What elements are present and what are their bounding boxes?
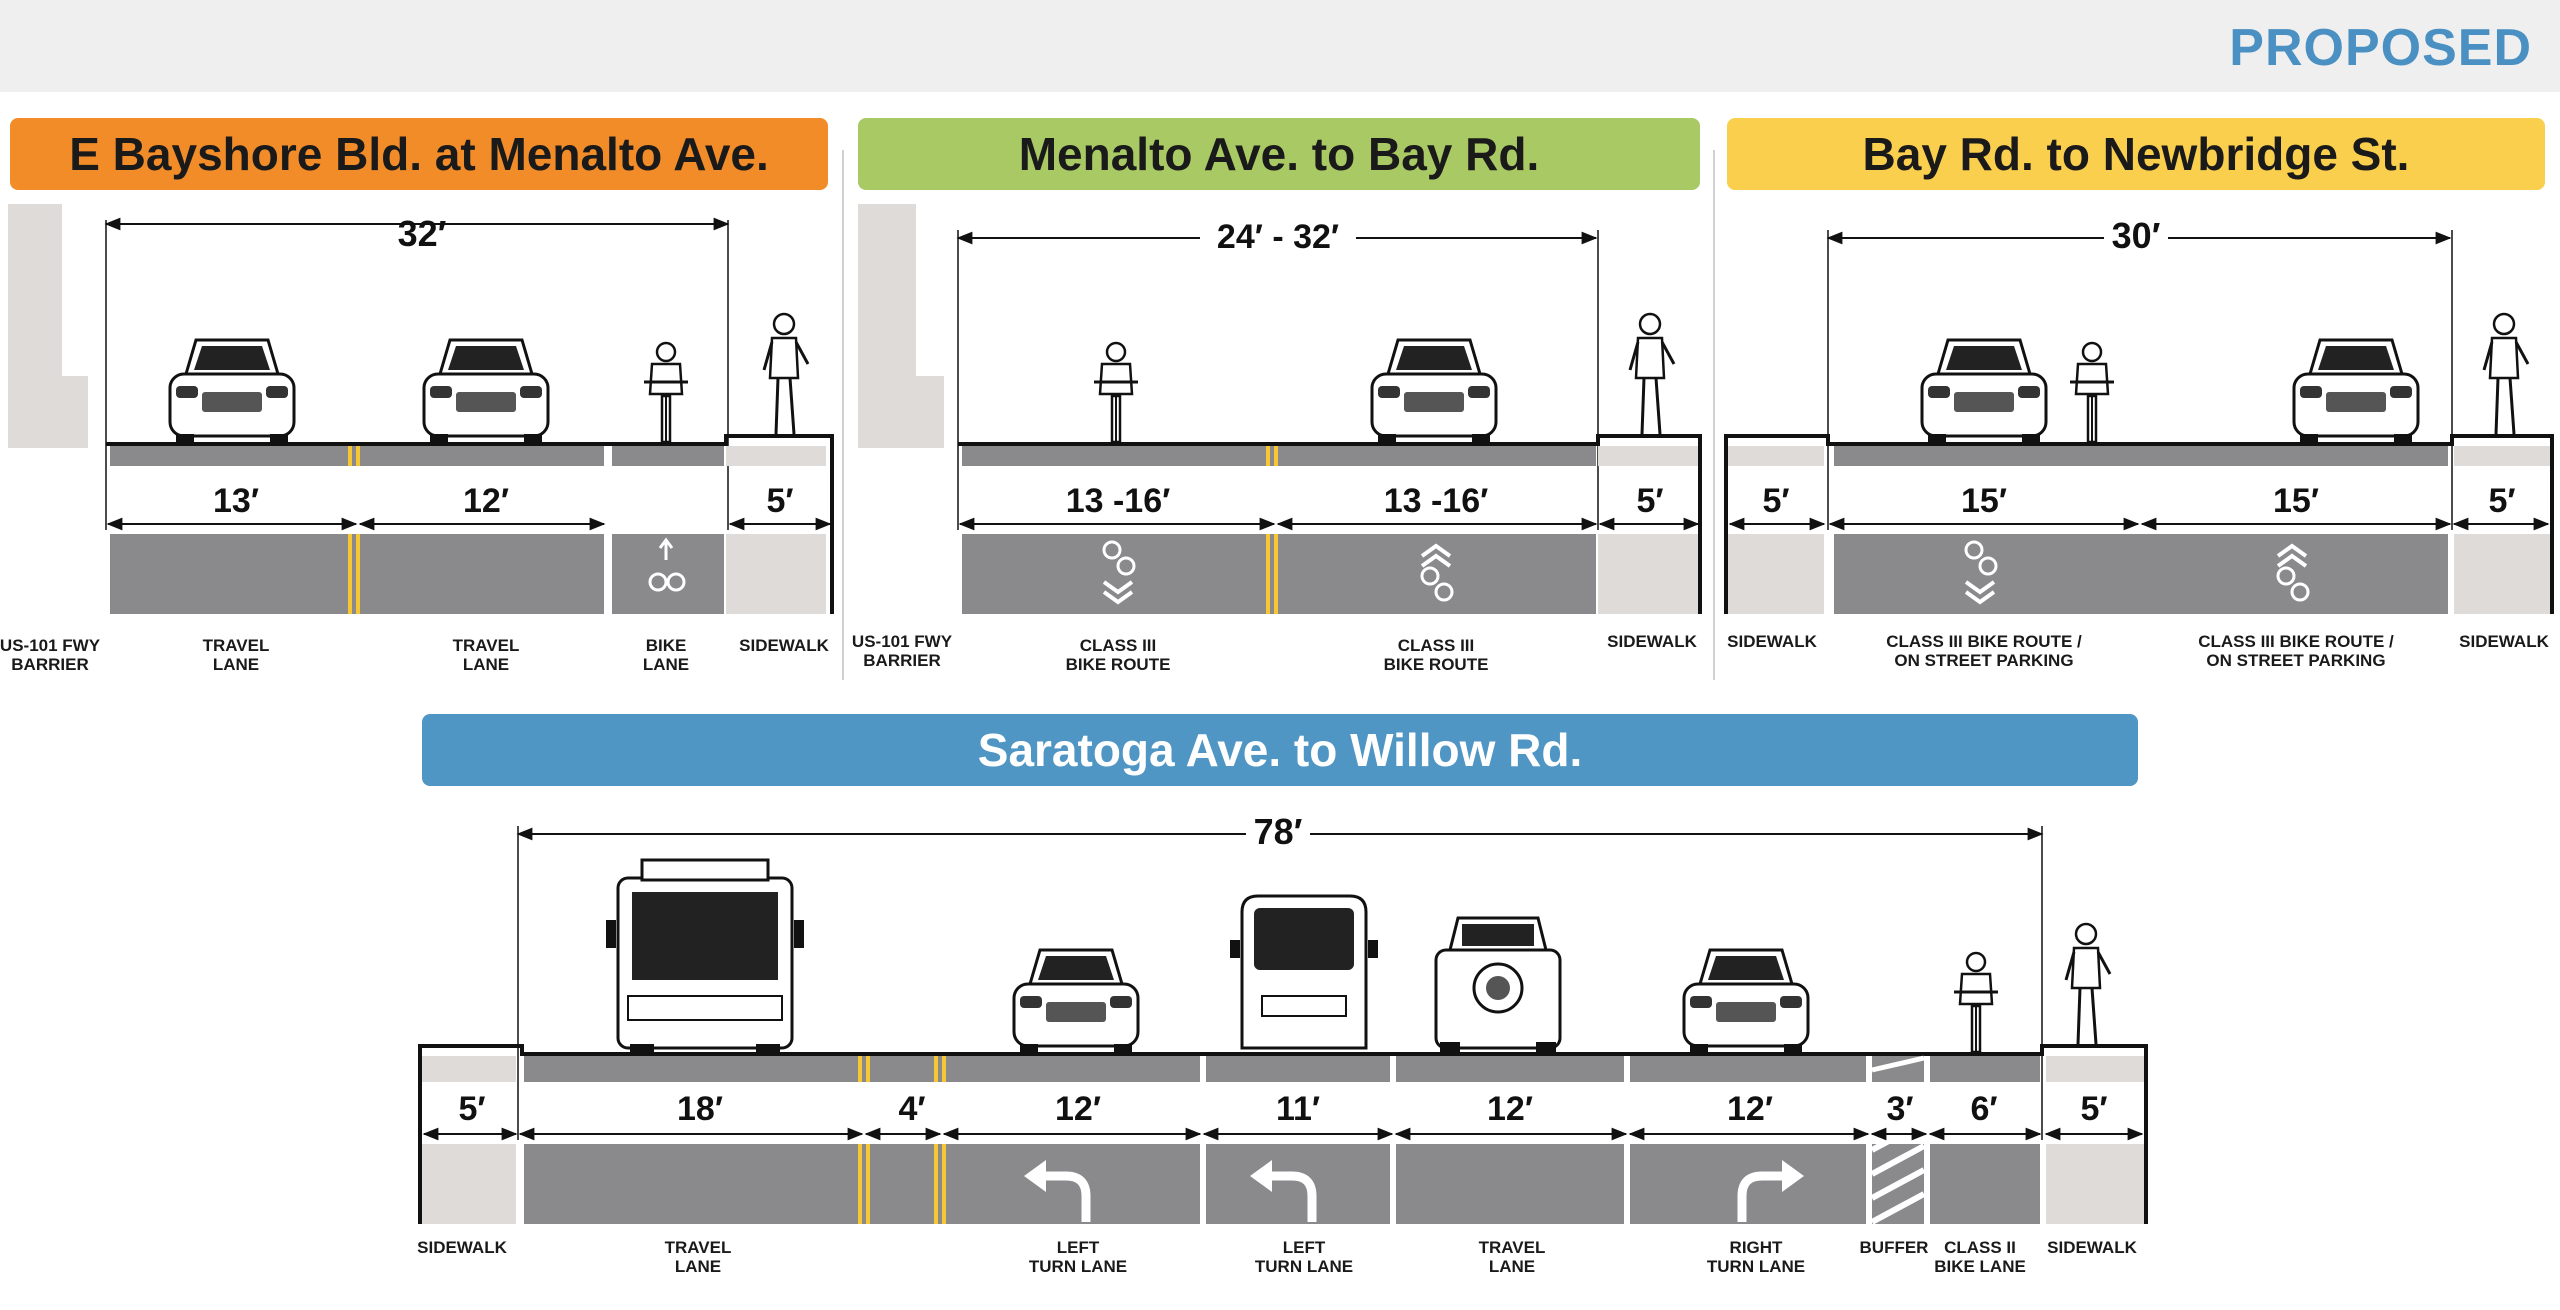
roadway-plan [524,1144,2040,1224]
lane-label: CLASS III BIKE ROUTE [1383,636,1489,674]
lane-label: CLASS III BIKE ROUTE / ON STREET PARKING [1886,632,2082,670]
bicyclist-icon [642,341,690,446]
car-icon [422,338,550,448]
lane-label: US-101 FWY BARRIER [851,632,953,670]
van-icon [1230,894,1378,1050]
lane-label: TRAVEL LANE [1478,1238,1546,1276]
lane-width-label: 6′ [1970,1090,1997,1128]
bike-lane-symbol [648,537,686,592]
freeway-barrier [858,204,944,448]
total-width-label: 78′ [1254,811,1303,852]
bus-icon [606,858,804,1056]
lane-width-label: 4′ [898,1090,925,1128]
pedestrian-icon [2064,922,2112,1046]
lane-width-label: 12′ [1727,1090,1773,1128]
cross-section-2: 24′ - 32′ 13 -16′ 13 -16′ 5′ [858,204,1702,614]
section-divider [842,150,844,680]
car-icon [1370,338,1498,448]
car-icon [1920,338,2048,448]
lane-label: US-101 FWY BARRIER [0,636,101,674]
roadway-surface [110,446,724,466]
section-title-3: Bay Rd. to Newbridge St. [1727,118,2545,190]
lane-label: SIDEWALK [1727,632,1817,651]
lane-width-label: 5′ [2488,482,2515,520]
cross-section-4: 78′ 5′ 18′ 4′ 12′ 11′ 12′ 12′ 3′ 6′ 5′ [418,811,2148,1225]
lane-label: BIKE LANE [642,636,690,674]
lane-label: SIDEWALK [2047,1238,2137,1257]
lane-label: CLASS III BIKE ROUTE / ON STREET PARKING [2198,632,2394,670]
lane-width-label: 13′ [213,482,259,520]
cross-section-3: 30′ 5′ 15′ 15′ 5′ [1724,215,2554,614]
lane-width-label: 13 -16′ [1066,482,1171,520]
total-width-label: 32′ [398,213,447,254]
lane-width-label: 5′ [2080,1090,2107,1128]
header-bar [0,0,2560,92]
lane-label: TRAVEL LANE [452,636,520,674]
lane-width-label: 15′ [1961,482,2007,520]
section-divider [1713,150,1715,680]
lane-label: SIDEWALK [739,636,829,655]
car-icon [2292,338,2420,448]
lane-width-label: 18′ [677,1090,723,1128]
roadway-surface [1834,446,2448,466]
lane-width-label: 5′ [458,1090,485,1128]
bicyclist-icon [1092,341,1140,446]
section-title-2: Menalto Ave. to Bay Rd. [858,118,1700,190]
roadway-surface [962,446,1596,466]
lane-label: TRAVEL LANE [664,1238,732,1276]
lane-label: LEFT TURN LANE [1028,1238,1128,1276]
suv-icon [1434,916,1562,1056]
roadway-surface [524,1056,2040,1082]
total-width-label: 30′ [2112,215,2161,256]
roadway-plan [110,534,724,614]
left-turn-arrow-icon [1038,1171,1091,1222]
lane-label: RIGHT TURN LANE [1706,1238,1806,1276]
lane-label: TRAVEL LANE [202,636,270,674]
lane-label: CLASS III BIKE ROUTE [1065,636,1171,674]
lane-label: SIDEWALK [1607,632,1697,651]
lane-label: CLASS II BIKE LANE [1934,1238,2026,1276]
car-icon [168,338,296,448]
lane-width-label: 3′ [1886,1090,1913,1128]
lane-width-label: 13 -16′ [1384,482,1489,520]
roadway-plan [1834,534,2448,614]
bicyclist-icon [2068,341,2116,446]
lane-label: SIDEWALK [2459,632,2549,651]
lane-width-label: 5′ [766,482,793,520]
lane-width-label: 12′ [1487,1090,1533,1128]
pedestrian-icon [1628,312,1676,436]
lane-label: BUFFER [1859,1238,1929,1257]
car-icon [1682,948,1810,1058]
lane-width-label: 11′ [1276,1090,1320,1128]
lane-width-label: 5′ [1762,482,1789,520]
lane-width-label: 5′ [1636,482,1663,520]
roadway-plan [962,534,1596,614]
car-icon [1012,948,1140,1058]
right-turn-arrow-icon [1737,1171,1790,1222]
section-title-4: Saratoga Ave. to Willow Rd. [422,714,2138,786]
lane-width-label: 12′ [1055,1090,1101,1128]
total-width-label: 24′ - 32′ [1217,218,1339,256]
lane-label: LEFT TURN LANE [1254,1238,1354,1276]
bicyclist-icon [1952,951,2000,1056]
status-label: PROPOSED [2229,19,2532,77]
lane-width-label: 12′ [463,482,509,520]
pedestrian-icon [762,312,810,436]
left-turn-arrow-icon [1264,1171,1317,1222]
pedestrian-icon [2482,312,2530,436]
lane-width-label: 15′ [2273,482,2319,520]
section-title-1: E Bayshore Bld. at Menalto Ave. [10,118,828,190]
freeway-barrier [8,204,88,448]
lane-label: SIDEWALK [417,1238,507,1257]
cross-section-1: 32′ 13′ 12′ 5′ [8,204,834,614]
